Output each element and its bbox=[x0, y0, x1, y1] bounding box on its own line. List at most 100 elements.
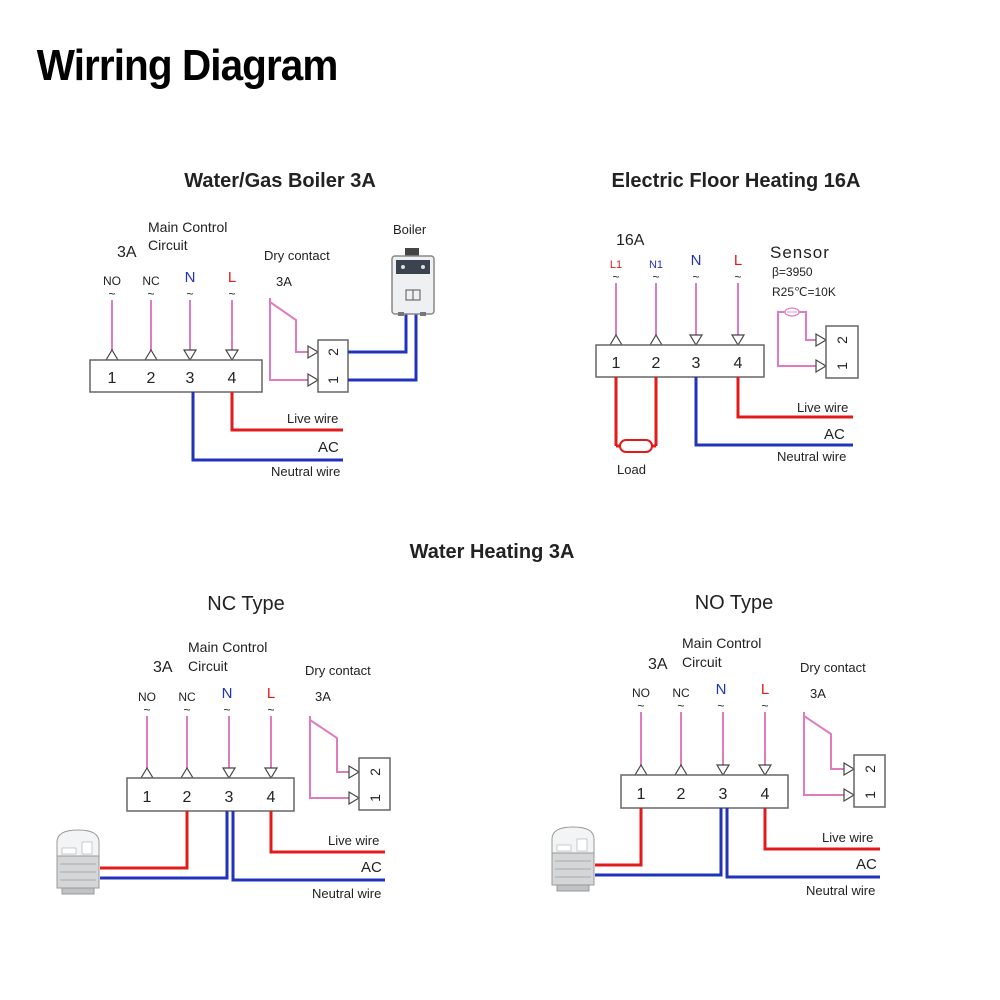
neutral-wire-label: Neutral wire bbox=[271, 464, 340, 479]
relay-2: 2 bbox=[367, 768, 383, 776]
circuit-label: Circuit bbox=[148, 237, 188, 253]
main-control-label: Main Control bbox=[148, 219, 227, 235]
terminal-1: 1 bbox=[612, 355, 621, 372]
terminal-3: 3 bbox=[692, 355, 701, 372]
terminal-4: 4 bbox=[761, 786, 770, 803]
sensor-beta: β=3950 bbox=[772, 265, 813, 279]
load-label: Load bbox=[617, 462, 646, 477]
terminal-1: 1 bbox=[108, 370, 117, 387]
actuator-icon bbox=[56, 829, 100, 895]
section-title: Electric Floor Heating 16A bbox=[612, 170, 861, 192]
tilde: ~ bbox=[717, 699, 724, 713]
tilde: ~ bbox=[677, 699, 684, 713]
live-wire-label: Live wire bbox=[328, 833, 379, 848]
live-wire-label: Live wire bbox=[797, 400, 848, 415]
no-section: NO Type 3A Main Control Circuit NO NC N … bbox=[551, 592, 886, 898]
tilde: ~ bbox=[267, 703, 274, 717]
boiler-section: Water/Gas Boiler 3A 3A Main Control Circ… bbox=[89, 170, 435, 479]
tilde: ~ bbox=[223, 703, 230, 717]
label-l1: L1 bbox=[610, 259, 622, 271]
terminal-block bbox=[620, 774, 789, 809]
label-l: L bbox=[267, 685, 275, 702]
current-rating: 3A bbox=[117, 244, 137, 261]
terminal-1: 1 bbox=[637, 786, 646, 803]
tilde: ~ bbox=[637, 699, 644, 713]
dry-current: 3A bbox=[276, 274, 292, 289]
actuator-icon bbox=[551, 826, 595, 892]
terminal-4: 4 bbox=[734, 355, 743, 372]
nc-type-title: NC Type bbox=[207, 593, 284, 615]
label-no: NO bbox=[632, 686, 650, 700]
terminal-block bbox=[89, 359, 263, 393]
tilde: ~ bbox=[228, 287, 235, 301]
boiler-icon bbox=[391, 248, 435, 316]
ac-label: AC bbox=[856, 856, 877, 873]
tilde: ~ bbox=[761, 699, 768, 713]
label-n: N bbox=[716, 681, 727, 698]
terminal-3: 3 bbox=[719, 786, 728, 803]
label-nc: NC bbox=[142, 274, 160, 288]
tilde: ~ bbox=[692, 270, 699, 284]
thermistor-icon bbox=[784, 307, 800, 317]
label-no: NO bbox=[103, 274, 121, 288]
tilde: ~ bbox=[143, 703, 150, 717]
current-rating: 3A bbox=[153, 659, 173, 676]
current-rating: 16A bbox=[616, 232, 645, 249]
tilde: ~ bbox=[183, 703, 190, 717]
relay-1: 1 bbox=[325, 376, 341, 384]
load-element bbox=[619, 439, 653, 453]
terminal-4: 4 bbox=[228, 370, 237, 387]
floor-section: Electric Floor Heating 16A 16A L1 N1 N L… bbox=[595, 170, 861, 477]
label-n: N bbox=[222, 685, 233, 702]
tilde: ~ bbox=[186, 287, 193, 301]
terminal-block bbox=[126, 777, 295, 812]
sensor-label: Sensor bbox=[770, 243, 830, 262]
dry-contact-label: Dry contact bbox=[305, 663, 371, 678]
main-control-label: Main Control bbox=[682, 635, 761, 651]
sensor-block bbox=[825, 325, 859, 379]
terminal-block bbox=[595, 344, 765, 378]
label-l: L bbox=[734, 252, 742, 269]
dry-current: 3A bbox=[810, 686, 826, 701]
neutral-wire-label: Neutral wire bbox=[312, 886, 381, 901]
sensor-r25: R25℃=10K bbox=[772, 285, 836, 299]
main-control-label: Main Control bbox=[188, 639, 267, 655]
terminal-2: 2 bbox=[183, 789, 192, 806]
label-l: L bbox=[761, 681, 769, 698]
live-wire-label: Live wire bbox=[287, 411, 338, 426]
sensor-2: 2 bbox=[834, 336, 850, 344]
relay-1: 1 bbox=[862, 791, 878, 799]
tilde: ~ bbox=[147, 287, 154, 301]
terminal-4: 4 bbox=[267, 789, 276, 806]
label-no: NO bbox=[138, 690, 156, 704]
page-title: Wirring Diagram bbox=[37, 40, 338, 89]
tilde: ~ bbox=[108, 287, 115, 301]
relay-2: 2 bbox=[862, 765, 878, 773]
dry-contact-label: Dry contact bbox=[800, 660, 866, 675]
no-type-title: NO Type bbox=[695, 592, 774, 614]
dry-contact-label: Dry contact bbox=[264, 248, 330, 263]
terminal-2: 2 bbox=[147, 370, 156, 387]
circuit-label: Circuit bbox=[188, 658, 228, 674]
relay-block bbox=[853, 754, 886, 808]
ac-label: AC bbox=[318, 439, 339, 456]
tilde: ~ bbox=[734, 270, 741, 284]
relay-1: 1 bbox=[367, 794, 383, 802]
neutral-wire-label: Neutral wire bbox=[777, 449, 846, 464]
section-title: Water/Gas Boiler 3A bbox=[184, 170, 376, 192]
terminal-3: 3 bbox=[186, 370, 195, 387]
label-l: L bbox=[228, 269, 236, 286]
relay-block bbox=[358, 757, 391, 811]
ac-label: AC bbox=[824, 426, 845, 443]
live-wire-label: Live wire bbox=[822, 830, 873, 845]
neutral-wire-label: Neutral wire bbox=[806, 883, 875, 898]
sensor-1: 1 bbox=[834, 362, 850, 370]
current-rating: 3A bbox=[648, 656, 668, 673]
relay-2: 2 bbox=[325, 348, 341, 356]
circuit-label: Circuit bbox=[682, 654, 722, 670]
label-n: N bbox=[691, 252, 702, 269]
tilde: ~ bbox=[612, 270, 619, 284]
terminal-1: 1 bbox=[143, 789, 152, 806]
terminal-2: 2 bbox=[652, 355, 661, 372]
